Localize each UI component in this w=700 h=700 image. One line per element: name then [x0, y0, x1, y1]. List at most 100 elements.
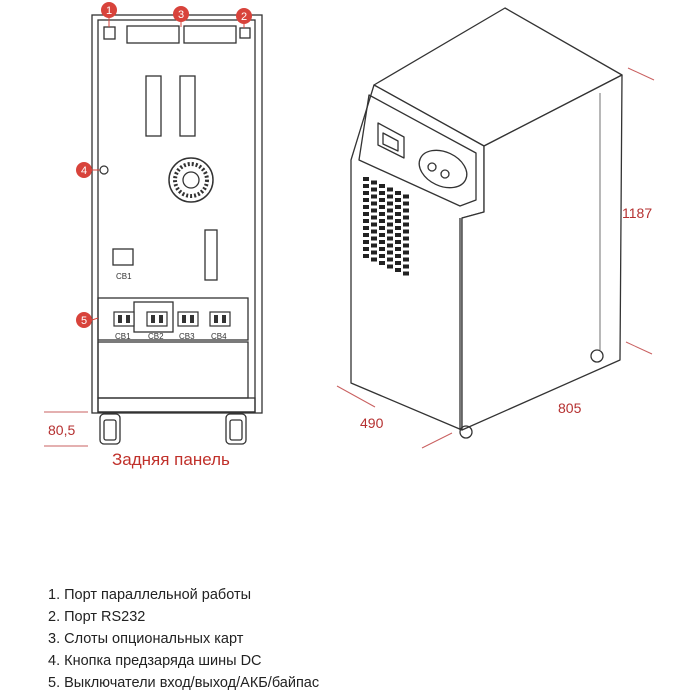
breaker-toggle [222, 315, 226, 323]
breaker-toggle [182, 315, 186, 323]
legend-item: 1. Порт параллельной работы [48, 587, 252, 603]
lcd-screen [382, 132, 399, 152]
vent-hole [363, 219, 369, 223]
legend-item: 4. Кнопка предзаряда шины DC [48, 653, 262, 669]
height-dimension-label: 1187 [622, 205, 652, 221]
vent-hole [403, 271, 409, 276]
vent-hole [379, 212, 385, 216]
width-dim-left [336, 385, 376, 408]
marker-3-label: 3 [178, 9, 184, 21]
vent-hole [363, 240, 369, 244]
legend-item: 5. Выключатели вход/выход/АКБ/байпас [48, 675, 320, 691]
vent-hole [395, 191, 401, 195]
vent-slot-right [179, 75, 196, 137]
vent-hole [363, 177, 369, 181]
vent-hole [371, 201, 377, 206]
control-panel-icon [418, 149, 468, 189]
breaker-toggle [118, 315, 122, 323]
legend-list: 1. Порт параллельной работы 2. Порт RS23… [48, 584, 319, 694]
vent-hole [387, 194, 393, 199]
rear-panel-outer [91, 14, 263, 414]
lcd-display [377, 122, 405, 159]
vent-hole [371, 215, 377, 220]
cabinet-dimensions [336, 67, 655, 449]
vent-hole [403, 208, 409, 213]
breaker-label: CB2 [148, 332, 164, 341]
marker-5-icon [76, 312, 92, 328]
vent-hole [371, 257, 377, 262]
vent-hole [387, 215, 393, 220]
vent-hole [403, 215, 409, 220]
legend-item: 2. Порт RS232 [48, 609, 146, 625]
vent-hole [403, 236, 409, 241]
vent-hole [363, 198, 369, 202]
vent-hole [395, 254, 401, 258]
height-dim-top [627, 67, 655, 81]
vent-hole [387, 257, 393, 262]
marker-1-icon [101, 2, 117, 18]
wheel-right-hub [229, 419, 243, 441]
vent-hole [403, 229, 409, 234]
vent-hole [363, 247, 369, 251]
vent-hole [371, 208, 377, 213]
breaker-label: CB4 [211, 332, 227, 341]
vent-hole [363, 233, 369, 237]
vent-hole [387, 222, 393, 227]
breaker-toggle [190, 315, 194, 323]
depth-dim-left [421, 432, 453, 449]
vent-hole [395, 198, 401, 202]
vent-hole [395, 233, 401, 237]
control-button-icon [427, 162, 437, 172]
vent-hole [371, 194, 377, 199]
lower-vent-slot [204, 229, 218, 281]
breaker-switch-icon [209, 311, 231, 327]
rear-wheels [99, 413, 247, 445]
cb-block [112, 248, 134, 266]
vent-hole [371, 180, 377, 185]
breaker-toggle [126, 315, 130, 323]
option-slot-right [183, 25, 237, 44]
vent-hole [363, 205, 369, 209]
width-dimension-label: 490 [360, 415, 384, 431]
vent-hole [379, 240, 385, 244]
breaker-switch-icon [177, 311, 199, 327]
rs232-port-icon [239, 27, 251, 39]
vent-hole [387, 187, 393, 192]
precharge-button-icon [99, 165, 109, 175]
vent-hole [371, 236, 377, 241]
vent-hole [395, 226, 401, 230]
fan-icon [168, 157, 214, 203]
wheel-dimension [44, 411, 88, 447]
marker-5-leader [91, 317, 99, 321]
cabinet-side [461, 74, 623, 431]
vent-hole [363, 184, 369, 188]
option-slot-left [126, 25, 180, 44]
vent-slot-left [145, 75, 162, 137]
vent-hole [403, 243, 409, 248]
vent-hole [395, 268, 401, 272]
vent-hole [363, 191, 369, 195]
vent-hole [379, 219, 385, 223]
vent-hole [379, 247, 385, 251]
vent-hole [395, 261, 401, 265]
vent-hole [371, 229, 377, 234]
vent-hole [379, 191, 385, 195]
wheel-left-hub [103, 419, 117, 441]
base-strip [97, 397, 256, 413]
vent-hole [387, 243, 393, 248]
breaker-toggle [159, 315, 163, 323]
vent-hole [379, 205, 385, 209]
fan-hub-icon [182, 171, 200, 189]
vent-hole [379, 184, 385, 188]
vent-hole [403, 201, 409, 206]
vent-hole [379, 261, 385, 265]
vent-hole [371, 243, 377, 248]
vent-hole [395, 247, 401, 251]
vent-hole [371, 187, 377, 192]
vent-hole [387, 236, 393, 241]
vent-hole [363, 212, 369, 216]
vent-hole [403, 194, 409, 199]
